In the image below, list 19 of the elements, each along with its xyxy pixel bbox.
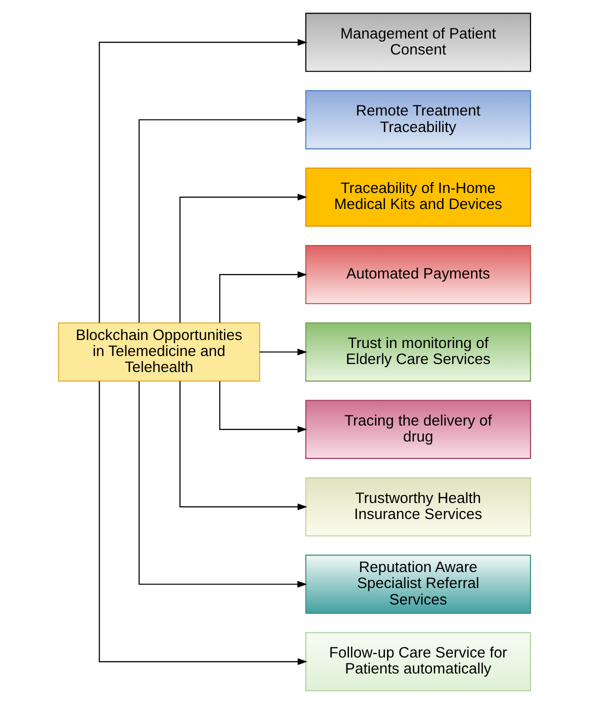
arrow (138, 380, 308, 588)
node-box: Follow-up Care Service for Patients automatically (305, 632, 532, 691)
node-box: Management of Patient Consent (305, 12, 532, 72)
node-box: Reputation Aware Specialist Referral Services (305, 554, 532, 614)
arrow (260, 348, 308, 355)
node-box: Automated Payments (305, 244, 532, 304)
node-box: Tracing the delivery of drug (305, 399, 532, 458)
node-box: Trustworthy Health Insurance Services (305, 476, 532, 536)
arrow (179, 380, 308, 510)
arrow (98, 380, 308, 665)
arrow (219, 270, 308, 322)
node-box: Blockchain Opportunities in Telemedicine and Telehealth (58, 322, 260, 382)
arrow (179, 193, 308, 322)
arrow (98, 38, 308, 322)
arrow (219, 380, 308, 432)
node-box: Remote Treatment Traceability (305, 90, 532, 149)
node-box: Trust in monitoring of Elderly Care Services (305, 322, 532, 382)
arrow (138, 116, 308, 322)
node-box: Traceability of In-Home Medical Kits and Devices (305, 167, 532, 226)
